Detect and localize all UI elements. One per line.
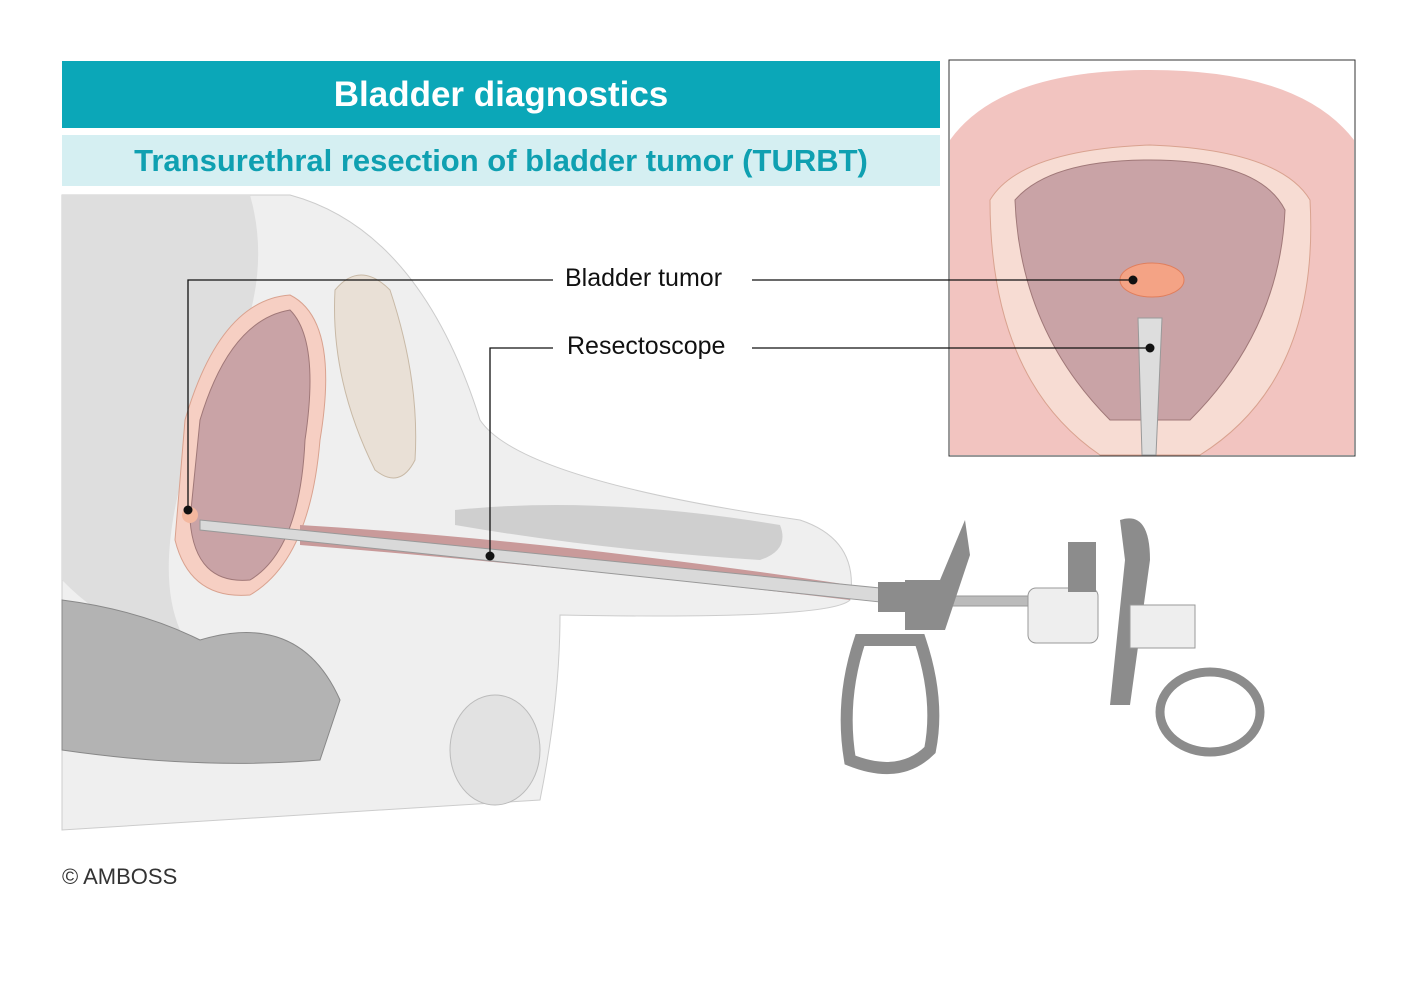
label-resectoscope: Resectoscope (563, 332, 730, 361)
sagittal-pelvis (61, 194, 852, 831)
leader-dots (183, 275, 1155, 561)
inset-bladder (948, 59, 1356, 457)
subtitle-banner: Transurethral resection of bladder tumor… (62, 135, 940, 186)
title-banner: Bladder diagnostics (62, 61, 940, 128)
resectoscope-instrument (199, 518, 1265, 774)
copyright: © AMBOSS (62, 864, 178, 889)
label-bladder-tumor: Bladder tumor (561, 264, 727, 293)
leader-lines (187, 279, 1150, 556)
